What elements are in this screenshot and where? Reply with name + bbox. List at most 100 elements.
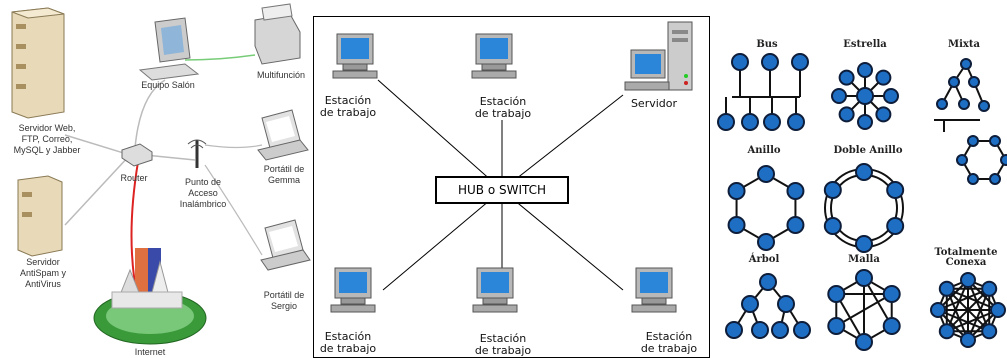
antispam-server-label: Servidor AntiSpam y AntiVirus: [19, 257, 67, 289]
desktop-pc-label: Equipo Salón: [141, 80, 195, 90]
network-node: [823, 217, 842, 235]
network-node: [793, 321, 811, 339]
network-node: [981, 323, 998, 340]
network-node: [827, 317, 846, 335]
estrella-label: Estrella: [843, 39, 887, 50]
server-label: Servidor: [630, 97, 678, 110]
anillo-label: Anillo: [747, 145, 781, 156]
network-node: [857, 62, 873, 78]
network-node: [787, 113, 805, 131]
workstation-bottom-left-label: Estación de trabajo: [319, 330, 377, 355]
network-node: [875, 69, 892, 86]
network-node: [727, 216, 746, 234]
network-node: [989, 134, 1001, 147]
network-node: [761, 53, 779, 71]
router-label: Router: [120, 173, 148, 183]
access-point-label: Punto de Acceso Inalámbrico: [179, 177, 227, 209]
internet-icon: [93, 248, 207, 345]
access-point-icon: [187, 139, 207, 168]
workstation-icon: [631, 267, 677, 313]
network-node: [838, 69, 855, 86]
network-node: [968, 76, 980, 88]
web-server-icon: [11, 7, 65, 119]
network-node: [786, 216, 805, 234]
workstation-bottom-mid-label: Estación de trabajo: [474, 332, 532, 357]
home-network-diagram: Servidor Web, FTP, Correo, MySQL y Jabbe…: [0, 0, 312, 358]
network-node: [960, 58, 972, 70]
arbol-label: Árbol: [748, 254, 780, 265]
workstation-top-left-label: Estación de trabajo: [319, 94, 377, 119]
totalmente-conexa-label: Totalmente Conexa: [934, 247, 998, 268]
network-node: [757, 165, 775, 183]
network-node: [751, 321, 769, 339]
workstation-top-mid-label: Estación de trabajo: [474, 95, 532, 120]
network-node: [741, 113, 759, 131]
desktop-pc-icon: [138, 17, 200, 81]
network-node: [786, 182, 805, 200]
network-node: [857, 114, 873, 130]
network-node: [989, 173, 1001, 186]
laptop-sergio-label: Portátil de Sergio: [263, 290, 305, 311]
network-node: [956, 154, 968, 166]
network-node: [883, 88, 899, 104]
server-tower-icon: [624, 21, 693, 91]
network-node: [990, 302, 1006, 318]
network-node: [831, 88, 847, 104]
network-node: [948, 76, 960, 88]
web-server-label: Servidor Web, FTP, Correo, MySQL y Jabbe…: [13, 123, 81, 155]
network-node: [727, 182, 746, 200]
topologies-drawing: [717, 53, 1007, 351]
network-node: [1000, 154, 1007, 166]
network-node: [855, 269, 873, 287]
workstation-icon: [330, 267, 376, 313]
network-node: [791, 53, 809, 71]
malla-label: Malla: [848, 254, 880, 265]
network-node: [741, 295, 759, 313]
network-node: [886, 181, 905, 199]
network-node: [827, 285, 846, 303]
network-node: [967, 134, 979, 147]
network-node: [875, 106, 892, 123]
network-node: [838, 106, 855, 123]
network-node: [882, 317, 901, 335]
network-node: [855, 333, 873, 351]
network-node: [757, 233, 775, 251]
home-network-drawing: [11, 3, 311, 345]
antispam-server-icon: [17, 175, 63, 257]
network-node: [938, 280, 955, 297]
network-node: [777, 295, 795, 313]
network-node: [855, 163, 873, 181]
network-node: [759, 273, 777, 291]
laptop-gemma-label: Portátil de Gemma: [263, 164, 305, 185]
network-node: [981, 280, 998, 297]
network-node: [960, 272, 976, 288]
internet-label: Internet: [134, 347, 166, 357]
network-node: [960, 332, 976, 348]
network-node: [717, 113, 735, 131]
network-node: [886, 217, 905, 235]
topologies-diagram: Bus Estrella Mixta Anillo Doble Anillo Á…: [712, 0, 1007, 358]
network-node: [823, 181, 842, 199]
mixta-label: Mixta: [948, 39, 980, 50]
workstation-icon: [472, 267, 518, 313]
laptop-gemma-icon: [257, 109, 309, 161]
network-node: [855, 235, 873, 253]
network-node: [731, 53, 749, 71]
network-node: [882, 285, 901, 303]
network-node: [725, 321, 743, 339]
network-node: [936, 98, 948, 110]
workstation-icon: [471, 33, 517, 79]
workstation-icon: [332, 33, 378, 79]
network-node: [938, 323, 955, 340]
network-node: [930, 302, 946, 318]
doble-anillo-label: Doble Anillo: [833, 145, 903, 156]
bus-label: Bus: [756, 39, 778, 50]
network-node: [763, 113, 781, 131]
multifunction-printer-icon: [254, 3, 301, 65]
network-node: [771, 321, 789, 339]
router-icon: [121, 143, 153, 167]
star-lan-diagram: HUB o SWITCH Estación de trabajo Estació…: [313, 0, 710, 358]
network-node: [856, 87, 874, 105]
printer-label: Multifunción: [256, 70, 306, 80]
network-node: [958, 98, 970, 110]
